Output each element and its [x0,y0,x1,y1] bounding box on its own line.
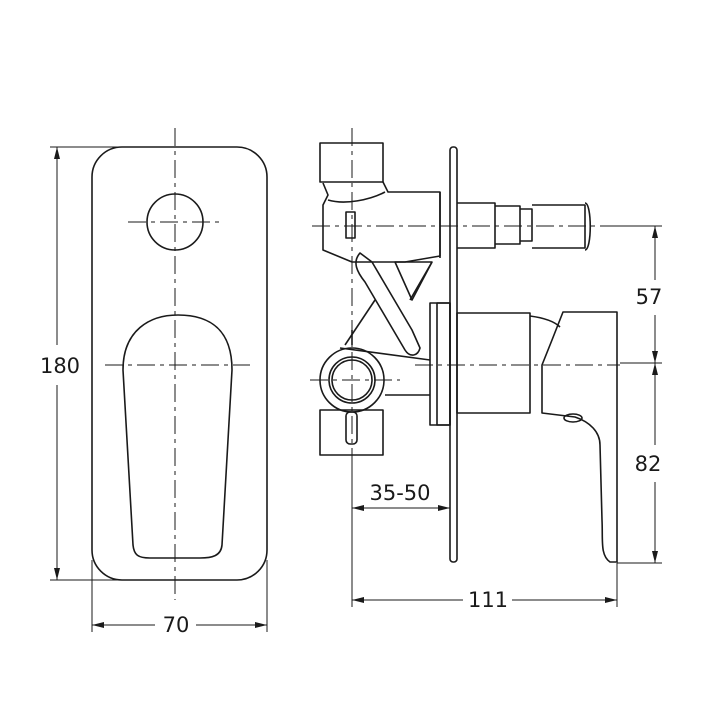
height-label: 180 [40,354,80,378]
pin [345,411,358,445]
width-label: 70 [163,613,190,637]
lower-spacing-label: 82 [635,452,662,476]
side-view: 57 82 35-50 111 [310,128,662,612]
cover-plate [91,146,268,581]
wall-depth-label: 35-50 [369,481,430,505]
backplate [449,146,458,563]
collar [429,302,451,426]
front-view: 180 70 [40,128,268,637]
lever-handle-front [122,314,233,559]
pin [345,211,356,239]
valve-body-upper [322,181,441,263]
total-depth-label: 111 [468,588,508,612]
lever-body [456,312,531,414]
lever-handle-side [541,311,618,563]
linkage [355,252,421,356]
upper-spacing-label: 57 [636,285,663,309]
